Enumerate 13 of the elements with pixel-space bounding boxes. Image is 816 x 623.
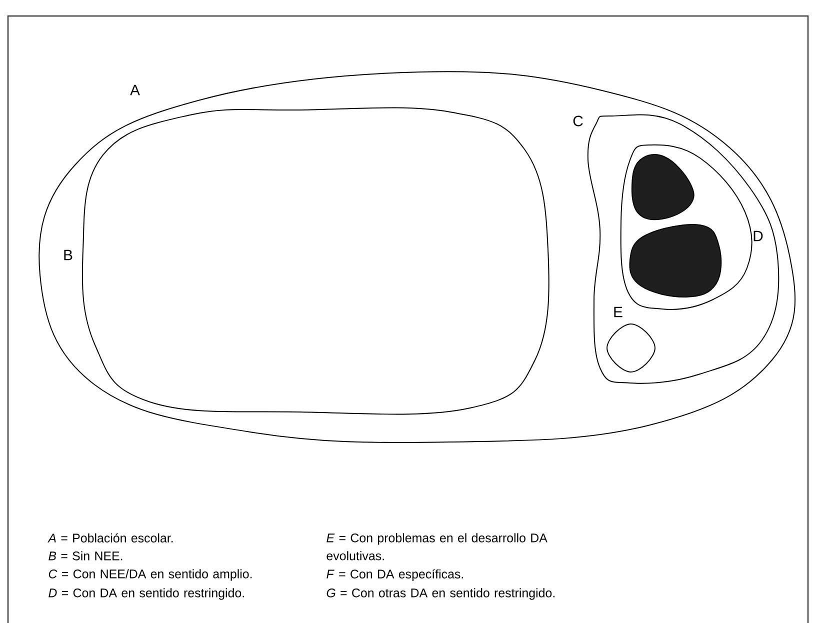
dark-blob xyxy=(631,154,694,220)
inner-region: B xyxy=(64,107,550,415)
dark-blob xyxy=(629,224,722,298)
node-label: B xyxy=(64,250,72,260)
rounded-region: D xyxy=(620,144,763,310)
legend-line: C = Con NEE/DA en sentido amplio. xyxy=(48,569,252,581)
legend-line: F = Con DA específicas. xyxy=(326,569,464,581)
node-label: E xyxy=(614,306,622,318)
legend-line: E = Con problemas en el desarrollo DA evolutivas. xyxy=(326,533,548,560)
legend-line: D = Con DA en sentido restringido. xyxy=(48,588,244,600)
legend-line: G = Con otras DA en sentido restringido. xyxy=(326,588,554,600)
legend-line: B = Sin NEE. xyxy=(48,551,122,560)
legend-line: A = Población escolar. xyxy=(48,533,173,542)
